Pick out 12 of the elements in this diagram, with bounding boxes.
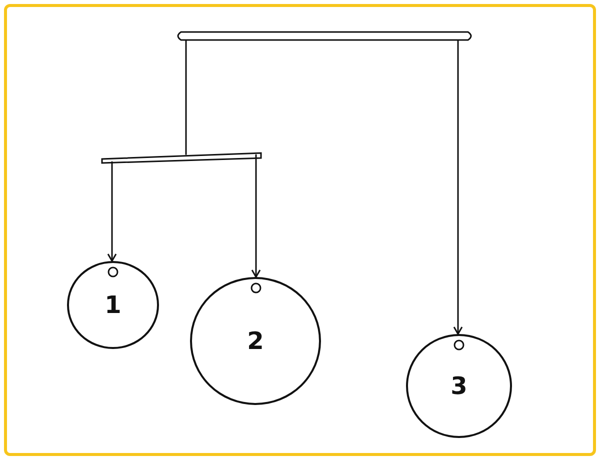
hanging-disc: [190, 277, 321, 405]
hanging-rod: [175, 31, 474, 41]
arrow: [251, 154, 261, 278]
hanging-disc: [67, 261, 159, 349]
hanging-rod: [100, 152, 263, 165]
disc-number: 3: [450, 372, 468, 400]
disc-number: 1: [104, 291, 122, 319]
hanging-string: [185, 40, 187, 155]
arrow: [107, 161, 117, 262]
disc-number: 2: [247, 327, 264, 355]
arrow: [453, 40, 463, 335]
hanging-disc: [406, 334, 512, 438]
